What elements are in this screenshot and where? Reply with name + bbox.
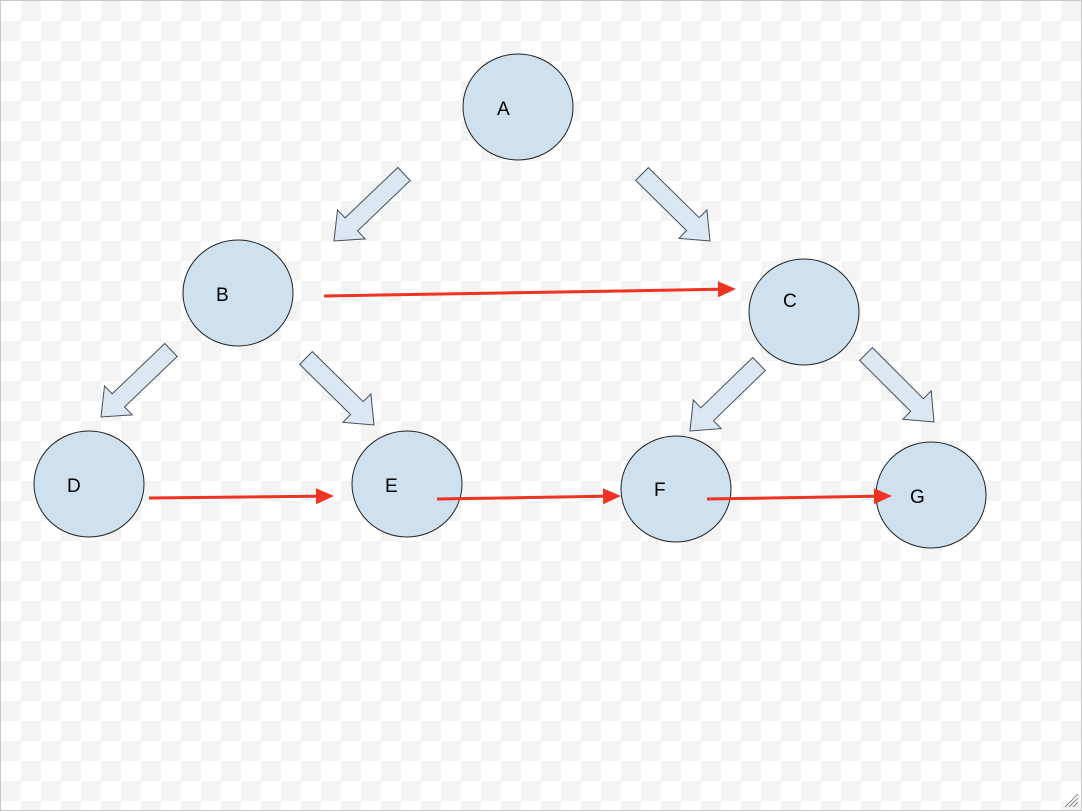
- next-link-d-e: [148, 488, 334, 505]
- tree-arrows-layer: [100, 166, 935, 432]
- node-g-label: G: [910, 487, 925, 508]
- node-a-label: A: [497, 99, 510, 120]
- tree-arrow-b-d: [100, 342, 178, 418]
- node-f[interactable]: F: [620, 435, 732, 543]
- node-d-label: D: [67, 476, 81, 497]
- node-d-circle: [33, 430, 145, 538]
- next-links-layer: [148, 281, 892, 505]
- next-link-b-c: [323, 281, 736, 298]
- node-b[interactable]: B: [182, 239, 294, 347]
- next-link-f-g: [706, 488, 892, 505]
- tree-arrow-a-b: [333, 166, 411, 242]
- next-link-arrowhead: [602, 488, 621, 505]
- node-c-circle: [748, 258, 860, 366]
- node-e[interactable]: E: [351, 430, 463, 538]
- next-link-line: [323, 287, 719, 298]
- next-link-line: [706, 494, 875, 501]
- next-link-arrowhead: [873, 488, 892, 505]
- resize-grip-icon[interactable]: [1061, 790, 1079, 808]
- next-link-e-f: [436, 488, 621, 505]
- nodes-layer: A B C D E F G: [33, 53, 987, 549]
- node-e-circle: [351, 430, 463, 538]
- tree-arrow-c-g: [858, 346, 935, 423]
- next-link-line: [148, 494, 317, 500]
- next-link-arrowhead: [717, 281, 736, 298]
- node-c-label: C: [783, 291, 797, 312]
- node-g[interactable]: G: [875, 441, 987, 549]
- node-e-label: E: [385, 476, 398, 497]
- next-link-arrowhead: [315, 488, 334, 505]
- tree-arrow-b-e: [298, 350, 375, 426]
- node-c[interactable]: C: [748, 258, 860, 366]
- node-b-label: B: [216, 285, 229, 306]
- node-b-circle: [182, 239, 294, 347]
- tree-arrow-c-f: [689, 356, 767, 432]
- node-g-circle: [875, 441, 987, 549]
- next-link-line: [436, 494, 604, 501]
- node-d[interactable]: D: [33, 430, 145, 538]
- tree-arrow-a-c: [634, 166, 711, 242]
- node-a-circle: [462, 53, 574, 161]
- node-f-label: F: [654, 480, 666, 501]
- node-a[interactable]: A: [462, 53, 574, 161]
- node-f-circle: [620, 435, 732, 543]
